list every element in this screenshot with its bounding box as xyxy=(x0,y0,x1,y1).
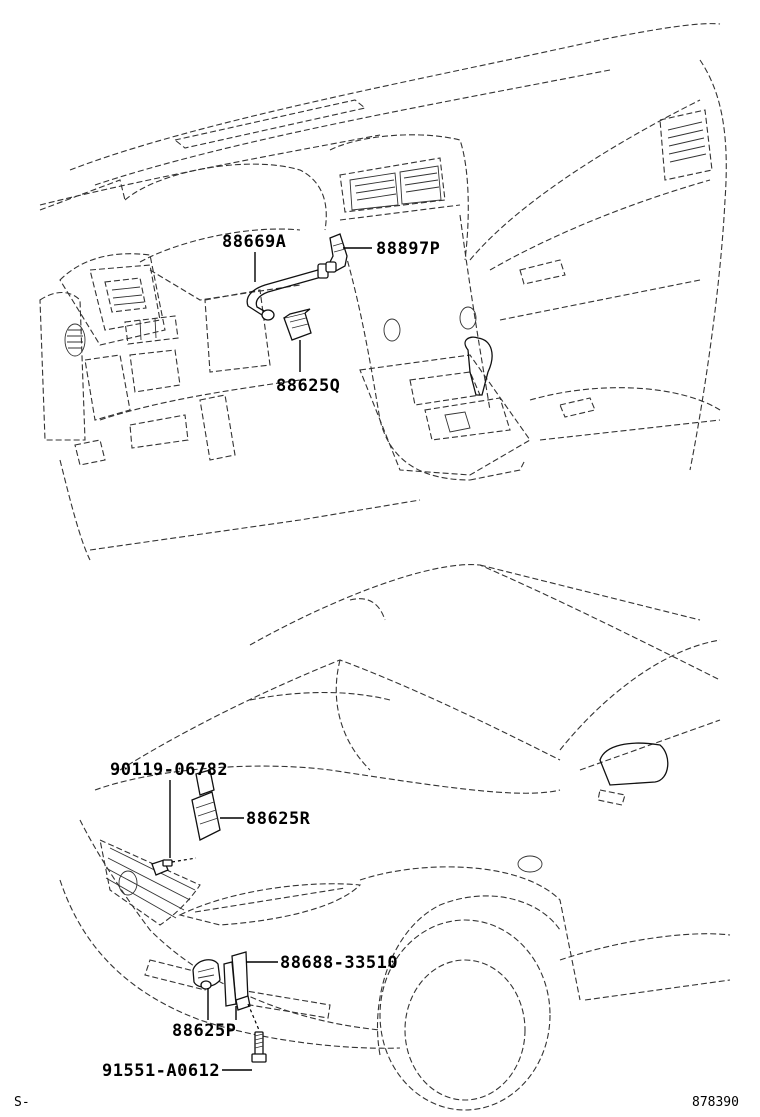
footer-left-code: S- xyxy=(14,1095,30,1110)
label-90119-06782: 90119-06782 xyxy=(110,760,228,780)
label-88669a: 88669A xyxy=(222,232,286,252)
hose-88669a-part[interactable] xyxy=(246,263,329,321)
label-88625p: 88625P xyxy=(172,1021,236,1041)
sensor-88625p-part[interactable] xyxy=(192,959,221,990)
dashboard-illustration xyxy=(39,23,727,561)
sensor-88897p-part[interactable] xyxy=(325,233,348,273)
label-88688-33510: 88688-33510 xyxy=(280,953,398,973)
diagram-number: 878390 xyxy=(692,1095,739,1110)
leader-90119-dashed xyxy=(171,857,197,863)
label-91551-a0612: 91551-A0612 xyxy=(102,1061,220,1081)
label-88625q: 88625Q xyxy=(276,376,340,396)
leader-91551-dashed xyxy=(247,1003,260,1031)
bolt-91551-a0612-part[interactable] xyxy=(251,1031,267,1063)
screw-90119-06782-part[interactable] xyxy=(151,859,173,876)
label-88625r: 88625R xyxy=(246,809,311,829)
sensor-88625q-part[interactable] xyxy=(283,308,312,341)
bracket-88688-33510-part[interactable] xyxy=(223,951,251,1011)
label-88897p: 88897P xyxy=(376,239,440,259)
sensor-88625r-part[interactable] xyxy=(191,769,221,841)
car-front-illustration xyxy=(59,564,731,1111)
